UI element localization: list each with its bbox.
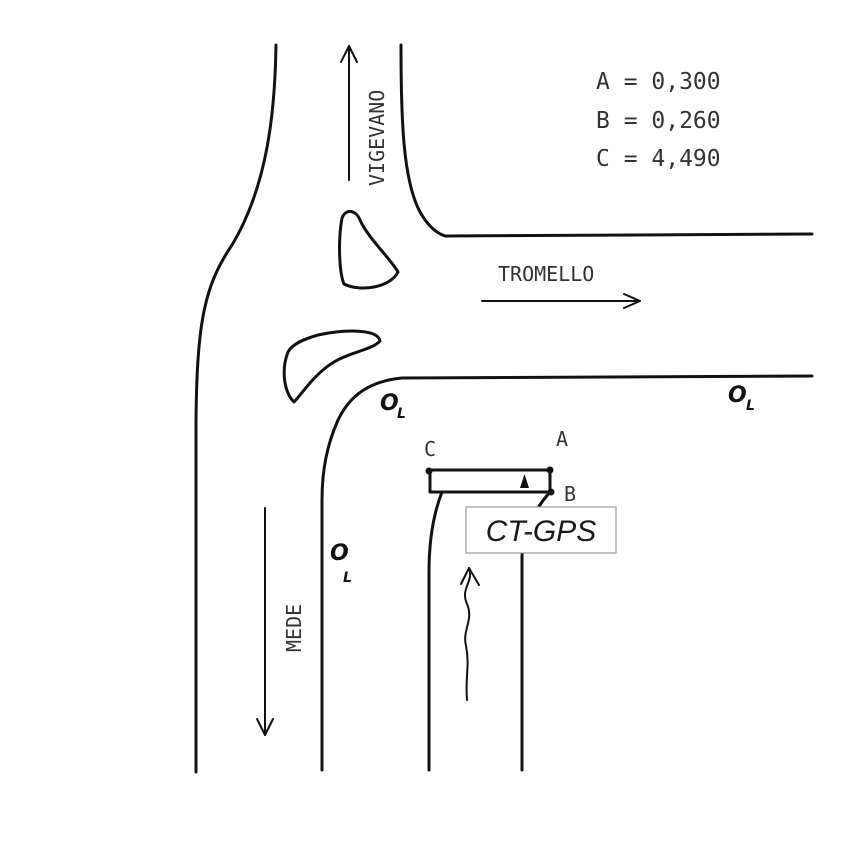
legend-b: B = 0,260 (596, 108, 721, 134)
upper-traffic-island (338, 210, 400, 290)
ol-mark-far: O L (728, 383, 755, 414)
ol-mark-near: O L (380, 391, 406, 422)
road-label-tromello: TROMELLO (498, 262, 594, 286)
svg-text:L: L (746, 398, 755, 414)
svg-text:O: O (728, 383, 747, 408)
north-road-right-edge (399, 43, 814, 238)
lower-traffic-island (282, 329, 382, 404)
approach-lane-left-edge (427, 490, 444, 772)
road-label-mede: MEDE (282, 604, 306, 652)
legend-c: C = 4,490 (596, 146, 721, 172)
ol-mark-lower: O L (330, 541, 352, 586)
point-c-dot (425, 467, 433, 475)
east-road-bottom-edge (320, 374, 814, 772)
svg-text:L: L (397, 406, 406, 422)
road-label-vigevano: VIGEVANO (365, 90, 389, 186)
measurement-box (428, 468, 552, 494)
point-a-dot (546, 466, 554, 474)
point-label-b: B (564, 482, 576, 506)
svg-text:O: O (330, 541, 349, 566)
gps-marker (520, 474, 529, 488)
point-b-dot (547, 488, 555, 496)
vehicle-path-arrow (460, 567, 480, 701)
svg-text:O: O (380, 391, 399, 416)
mede-arrow (256, 507, 274, 736)
gps-label: CT-GPS (486, 515, 597, 548)
gps-label-box (465, 506, 617, 554)
point-label-a: A (556, 427, 568, 451)
point-label-c: C (424, 437, 436, 461)
svg-text:L: L (343, 570, 352, 586)
tromello-arrow (481, 293, 641, 309)
vigevano-arrow (340, 45, 358, 181)
west-road-edge (194, 43, 278, 774)
legend-a: A = 0,300 (596, 69, 721, 95)
